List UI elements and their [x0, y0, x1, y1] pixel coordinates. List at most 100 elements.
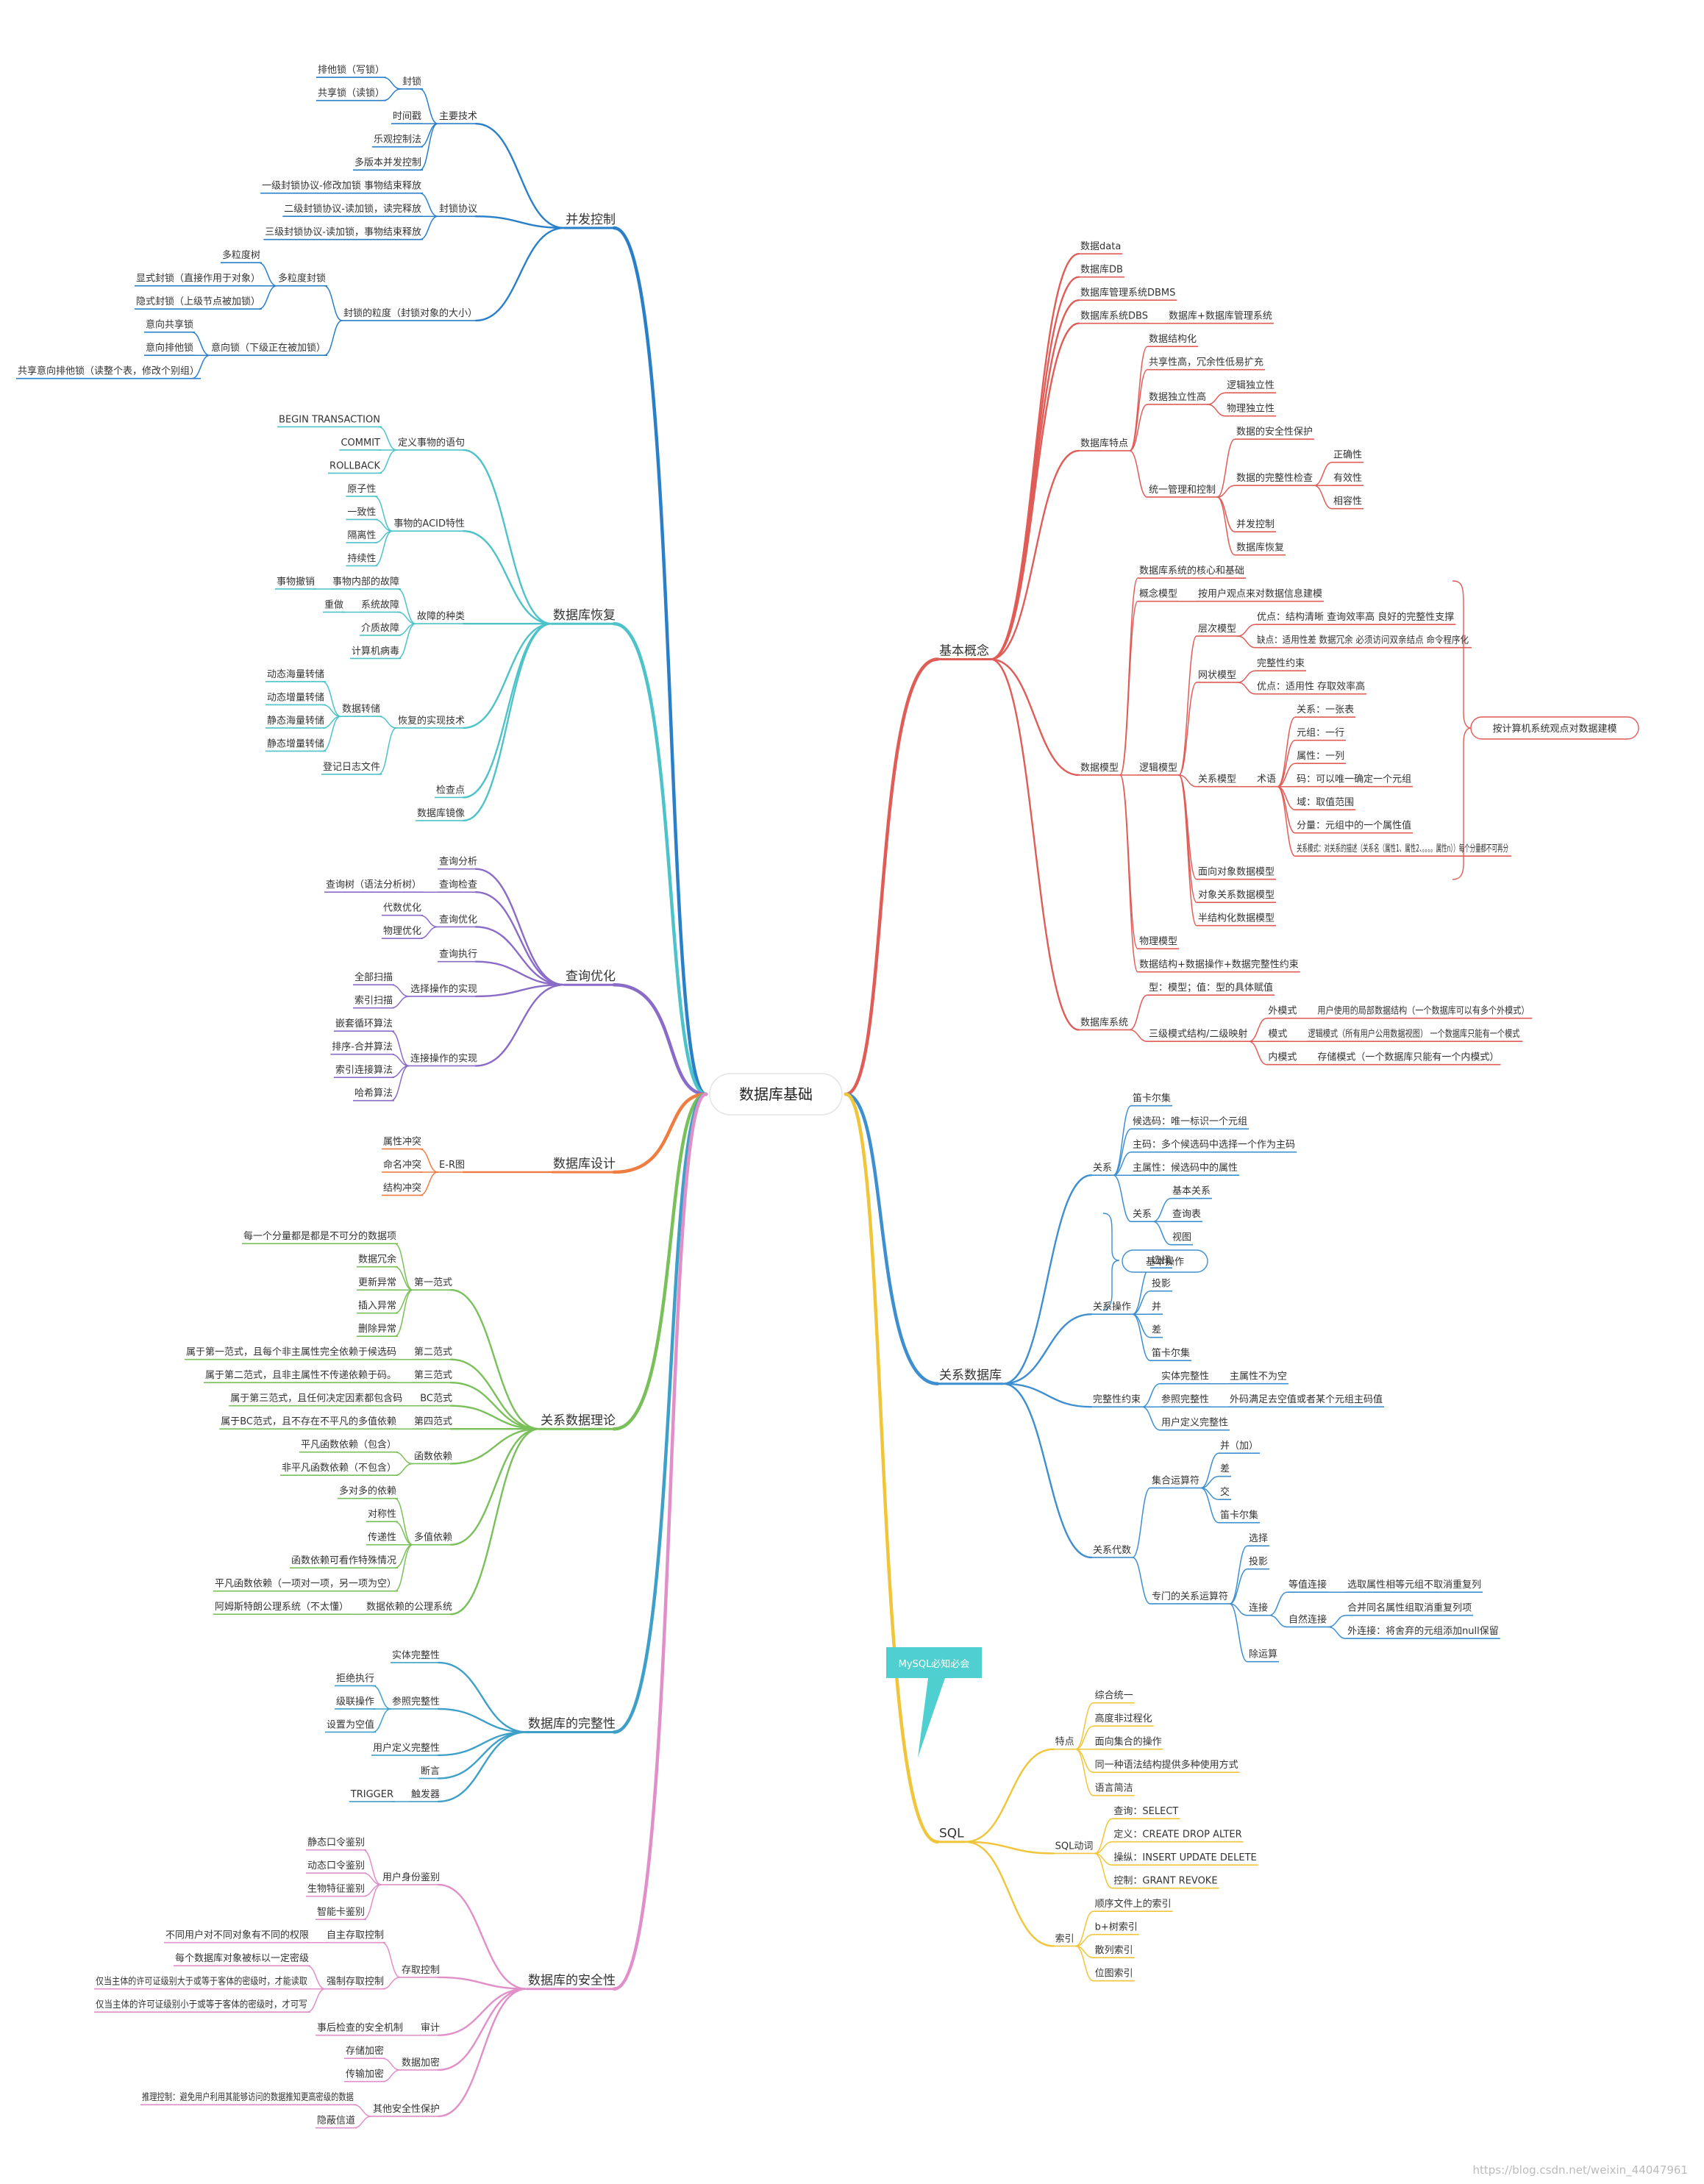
- topic-label: 层次模型: [1198, 623, 1236, 635]
- topic-label: 数据依赖的公理系统: [366, 1601, 452, 1613]
- connector-line: [1094, 1818, 1113, 1855]
- topic-label: 用户使用的局部数据结构（一个数据库可以有多个外模式）: [1317, 1005, 1529, 1017]
- topic-label: 嵌套循环算法: [335, 1018, 393, 1029]
- connector-line: [419, 1171, 438, 1196]
- connector-line: [1178, 774, 1197, 927]
- topic-label: 意向排他锁: [146, 342, 193, 354]
- connector-line: [1074, 1748, 1094, 1796]
- connector-line: [394, 1521, 413, 1546]
- connector-line: [1237, 635, 1256, 649]
- topic-label: 型：模型；值：型的具体赋值: [1149, 982, 1273, 993]
- topic-label: 动态增量转储: [267, 692, 324, 703]
- topic-label: 缺点：适用性差 数据冗余 必须访问双亲结点 命令程序化: [1257, 635, 1469, 646]
- connector-line: [1132, 1290, 1151, 1315]
- topic-label: 函数依赖: [414, 1451, 452, 1462]
- topic-label: 封锁的粒度（封锁对象的大小）: [343, 307, 477, 319]
- topic-label: 多粒度封锁: [278, 273, 326, 285]
- connector-line: [419, 1148, 438, 1173]
- connector-line: [1178, 635, 1197, 776]
- topic-label: 查询检查: [439, 879, 477, 891]
- topic-label: 数据库+数据库管理系统: [1169, 310, 1272, 322]
- topic-label: 传输加密: [346, 2069, 384, 2080]
- connector-line: [989, 658, 1080, 777]
- connector-line: [474, 226, 566, 322]
- connector-line: [964, 1748, 1055, 1843]
- main-branch-line: [612, 1092, 708, 1431]
- topic-label: 登记日志文件: [323, 762, 380, 773]
- connector-line: [474, 215, 566, 229]
- topic-label: 级联操作: [336, 1696, 374, 1707]
- topic-label: 投影: [1249, 1556, 1268, 1568]
- topic-label: 用户身份鉴别: [382, 1871, 440, 1883]
- connector-line: [1002, 1313, 1093, 1385]
- topic-label: 属于BC范式，且不存在不平凡的多值依赖: [221, 1416, 396, 1427]
- topic-label: 推理控制：避免用户利用其能够访问的数据推知更高密级的数据: [142, 2091, 354, 2103]
- main-branch-line: [844, 657, 940, 1096]
- topic-label: 不同用户对不同对象有不同的权限: [165, 1930, 309, 1941]
- topic-label: ROLLBACK: [329, 460, 380, 471]
- topic-label: 交: [1220, 1486, 1230, 1498]
- connector-line: [1152, 1197, 1172, 1222]
- connector-line: [378, 715, 397, 729]
- connector-line: [419, 926, 438, 939]
- connector-line: [437, 1661, 528, 1733]
- topic-label: 函数依赖可看作特殊情况: [291, 1555, 396, 1566]
- topic-label: 关系模式：对关系的描述（关系名（属性1、属性2、。。。。属性n））每个分量都不可…: [1297, 843, 1508, 854]
- connector-line: [449, 1428, 541, 1616]
- summary-brace: [1452, 580, 1472, 880]
- connector-line: [1132, 1487, 1151, 1558]
- topic-label: 事物的ACID特性: [393, 518, 465, 529]
- topic-label: 逻辑独立性: [1227, 380, 1275, 391]
- topic-label: 笛卡尔集: [1133, 1093, 1171, 1105]
- main-branch-line: [612, 1092, 708, 1991]
- connector-line: [1113, 1151, 1132, 1176]
- topic-label: 域：取值范围: [1297, 796, 1354, 808]
- topic-label: 物理独立性: [1227, 404, 1275, 415]
- topic-label: 共享锁（读锁）: [318, 88, 385, 99]
- connector-line: [1074, 1725, 1094, 1750]
- topic-label: 插入异常: [358, 1301, 396, 1312]
- topic-label: 删除异常: [358, 1324, 396, 1335]
- connector-line: [1129, 1029, 1148, 1042]
- topic-label: 计算机病毒: [352, 646, 399, 657]
- connector-line: [474, 123, 566, 229]
- topic-label: 意向共享锁: [146, 319, 193, 331]
- topic-label: 每个数据库对象被标以一定密级: [175, 1952, 309, 1964]
- connector-line: [1141, 1406, 1161, 1431]
- topic-label: 三级模式结构/二级映射: [1149, 1028, 1247, 1040]
- connector-line: [363, 1884, 382, 1920]
- topic-label: 设置为空值: [327, 1719, 374, 1730]
- connector-line: [307, 1965, 326, 1990]
- topic-label: 定义事物的语句: [398, 437, 465, 449]
- topic-label: 共享性高，冗余性低易扩充: [1149, 357, 1263, 368]
- topic-label: 一级封锁协议-修改加锁 事物结束释放: [262, 180, 421, 192]
- topic-label: 概念模型: [1139, 588, 1177, 600]
- summary-bubble: 基本操作: [1102, 1213, 1208, 1311]
- connector-line: [382, 2058, 401, 2071]
- connector-line: [324, 285, 343, 321]
- topic-label: 视图: [1172, 1232, 1191, 1243]
- connector-line: [1129, 994, 1148, 1031]
- topic-label: 检查点: [436, 785, 465, 796]
- connector-line: [1200, 1452, 1219, 1489]
- connector-line: [419, 914, 438, 928]
- connector-line: [258, 262, 277, 287]
- topic-label: 并: [1152, 1302, 1161, 1313]
- central-topic-box: [709, 1073, 843, 1116]
- topic-label: 优点：适用性 存取效率高: [1257, 681, 1365, 693]
- topic-label: 多对多的依赖: [339, 1485, 396, 1497]
- topic-label: 选择: [1152, 1255, 1171, 1266]
- topic-label: 数据结构化: [1149, 334, 1197, 345]
- topic-label: 逻辑模型: [1139, 763, 1177, 774]
- topic-label: 差: [1152, 1325, 1161, 1336]
- connector-line: [964, 1841, 1055, 1947]
- topic-label: 用户定义完整性: [373, 1742, 440, 1754]
- connector-line: [1216, 485, 1236, 498]
- main-branch-label: 基本概念: [939, 643, 989, 658]
- connector-line: [353, 2104, 372, 2117]
- topic-label: 顺序文件上的索引: [1095, 1898, 1172, 1910]
- topic-label: 第一范式: [414, 1277, 452, 1288]
- topic-label: 数据库恢复: [1236, 542, 1284, 554]
- topic-label: 多版本并发控制: [354, 157, 421, 168]
- main-branch-line: [612, 982, 708, 1096]
